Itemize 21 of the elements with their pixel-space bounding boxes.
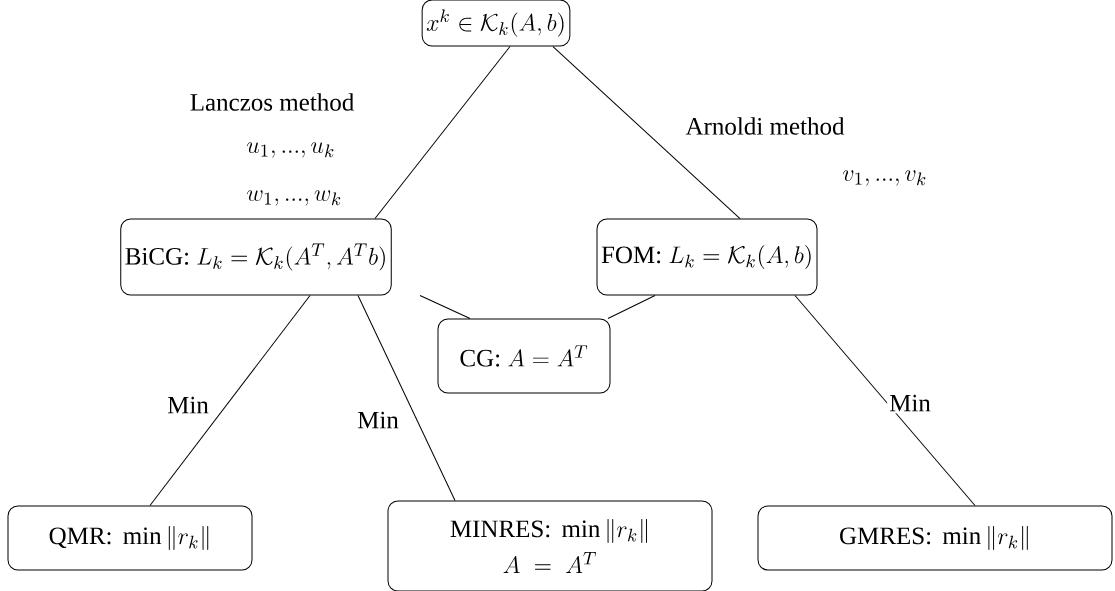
connector-line	[419, 295, 471, 319]
method-label: Arnoldi method	[685, 117, 845, 135]
edge-label: Min	[355, 409, 401, 431]
method-box: $\textrm{QMR: } \min \|r_k\|$	[7, 505, 253, 571]
method-box: $\textrm{FOM: } L_k = \mathcal{K}_k(A, b)$	[596, 218, 818, 296]
connector-line	[794, 295, 976, 506]
method-box: $\textrm{GMRES: } \min \|r_k\|$	[757, 505, 1113, 571]
vector-label: $u_1, ..., u_k$	[247, 142, 334, 158]
vector-label: $v_1, ..., v_k$	[843, 170, 926, 186]
connector-line	[149, 295, 311, 506]
method-label: Lanczos method	[190, 93, 354, 111]
edge-label: Min	[165, 394, 211, 416]
method-box: $\textrm{MINRES: } \min \|r_k\|$ $A \;=\; A^T$	[387, 500, 713, 591]
method-box: $\textrm{BiCG: } L_k = \mathcal{K}_k(A^T, A^T b)$	[120, 218, 392, 296]
connector-line	[374, 46, 511, 219]
connector-line	[607, 295, 656, 319]
edge-label: Min	[887, 392, 933, 414]
method-box: $\textrm{CG: } A = A^T$	[437, 318, 611, 394]
connector-line	[357, 295, 456, 501]
method-box: $x^k \in \mathcal{K}_k(A, b)$	[421, 0, 571, 47]
connector-line	[552, 46, 741, 219]
